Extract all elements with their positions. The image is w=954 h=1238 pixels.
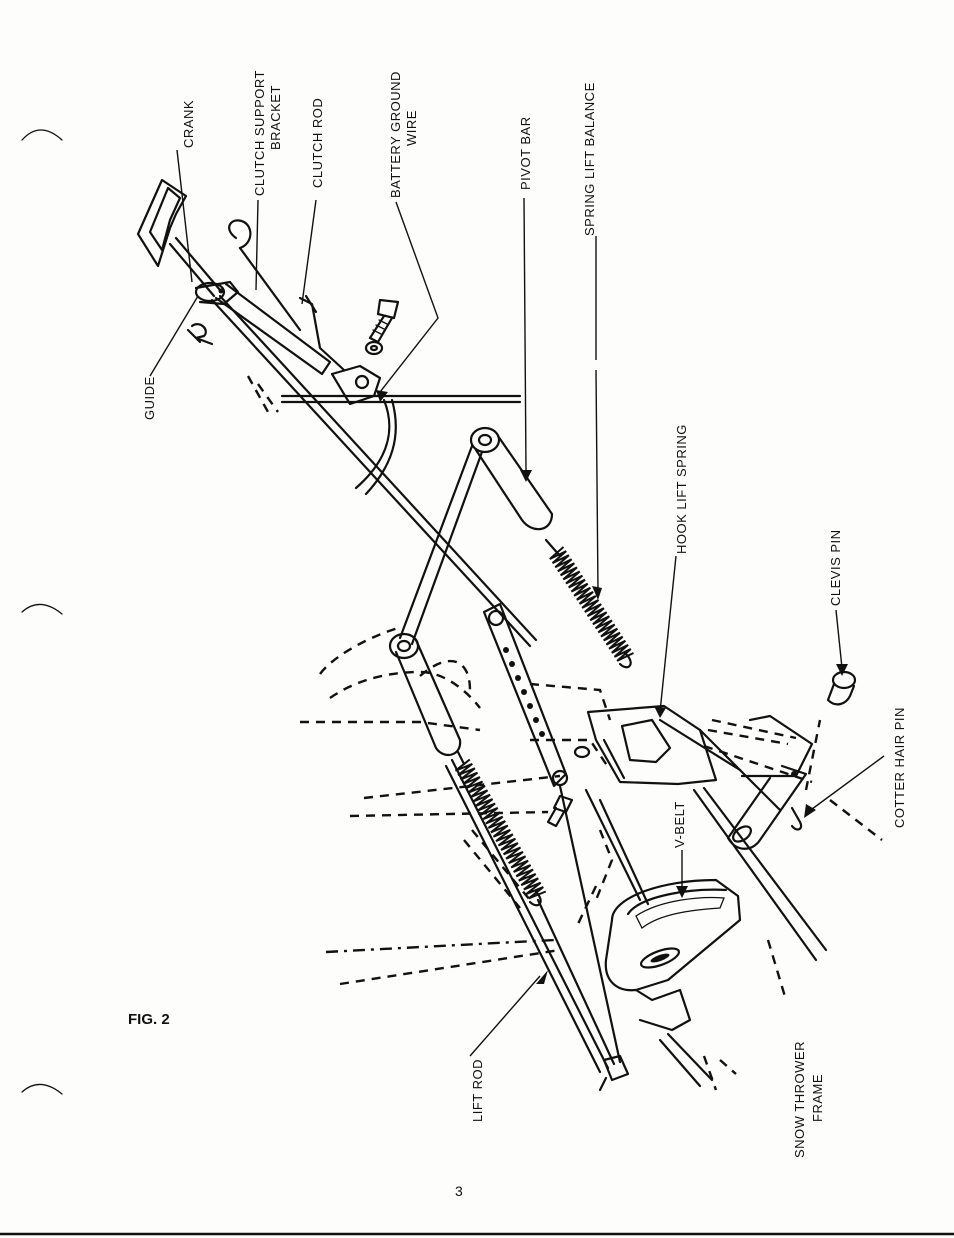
arrowheads xyxy=(376,390,848,984)
label-pivot-bar: PIVOT BAR xyxy=(518,116,533,190)
cotter-hair-pin-part xyxy=(790,719,822,831)
battery-ground-plate xyxy=(330,364,382,406)
leader-lines xyxy=(149,149,885,1057)
label-spring-lift-balance: SPRING LIFT BALANCE xyxy=(582,82,597,236)
spring-lift-balance xyxy=(544,538,634,669)
left-lift-arm xyxy=(394,638,462,757)
label-crank: CRANK xyxy=(181,100,196,148)
lift-link-bolt xyxy=(546,745,591,828)
label-battery-ground-wire-2: WIRE xyxy=(404,110,419,146)
main-lift-rod xyxy=(210,294,538,648)
lower-lift-spring xyxy=(454,750,547,907)
v-belt-housing xyxy=(604,878,742,1088)
binder-hole-marks xyxy=(21,129,63,1095)
guide-bracket xyxy=(194,280,240,306)
clutch-rod xyxy=(298,294,346,372)
label-hook-lift-spring: HOOK LIFT SPRING xyxy=(674,424,689,554)
guide-cotter-pin xyxy=(186,323,214,346)
clutch-support-bracket xyxy=(214,219,332,376)
label-snow-thrower-frame-2: FRAME xyxy=(810,1074,825,1122)
ground-bolt xyxy=(364,298,400,356)
page-number: 3 xyxy=(455,1183,463,1199)
phantom-outline xyxy=(300,626,883,1091)
label-lift-rod: LIFT ROD xyxy=(470,1059,485,1122)
label-cotter-hair-pin: COTTER HAIR PIN xyxy=(892,707,907,828)
clevis-pin-part xyxy=(826,670,857,706)
lift-link xyxy=(482,602,569,788)
label-battery-ground-wire-1: BATTERY GROUND xyxy=(388,71,403,198)
pivot-bar xyxy=(388,426,554,660)
label-guide: GUIDE xyxy=(142,376,157,420)
crank xyxy=(136,178,222,298)
snow-thrower-frame xyxy=(584,704,828,962)
label-clevis-pin: CLEVIS PIN xyxy=(828,529,843,606)
spring-coil xyxy=(454,758,547,900)
part-labels: CRANK CLUTCH SUPPORT BRACKET CLUTCH ROD … xyxy=(142,70,907,1158)
label-snow-thrower-frame-1: SNOW THROWER xyxy=(792,1041,807,1158)
label-clutch-support-bracket-2: BRACKET xyxy=(268,85,283,150)
label-clutch-rod: CLUTCH ROD xyxy=(310,98,325,188)
label-v-belt: V-BELT xyxy=(672,801,687,848)
figure-label: FIG. 2 xyxy=(128,1011,170,1028)
spring-coil xyxy=(549,546,634,662)
tractor-frame-phantom xyxy=(246,375,522,496)
label-clutch-support-bracket-1: CLUTCH SUPPORT xyxy=(252,70,267,196)
lift-rod-lines xyxy=(444,758,630,1092)
